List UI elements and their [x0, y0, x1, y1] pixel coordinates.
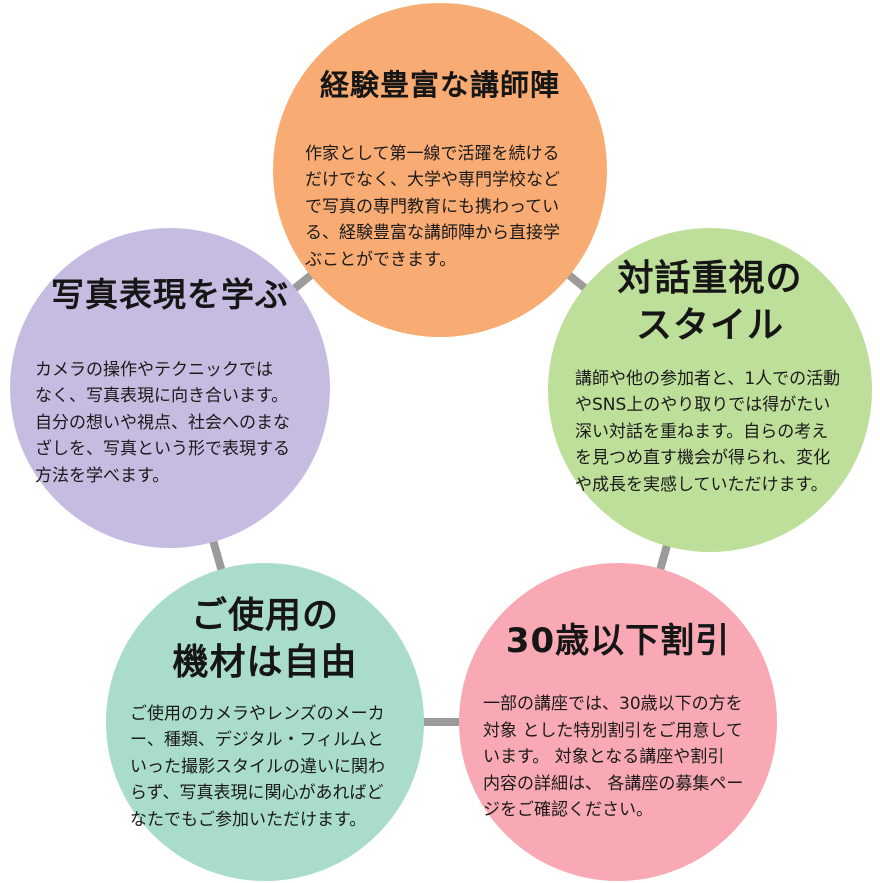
circle-body: 作家として第一線で活躍を続ける だけでなく、大学や専門学校など で写真の専門教育… — [305, 143, 560, 270]
circle-title: 30歳以下割引 — [505, 621, 731, 661]
feature-circle-dialogue-focused-style: 対話重視の スタイル 講師や他の参加者と、1人での活動 やSNS上のやり取りでは… — [548, 228, 872, 552]
feature-circle-free-choice-of-equipment: ご使用の 機材は自由 ご使用のカメラやレンズのメーカ ー、種類、デジタル・フィル… — [106, 563, 424, 881]
circle-title: ご使用の 機材は自由 — [172, 595, 358, 683]
feature-circle-under-30-discount: 30歳以下割引 一部の講座では、30歳以下の方を 対象 とした特別割引をご用意し… — [459, 563, 777, 881]
circle-body: ご使用のカメラやレンズのメーカ ー、種類、デジタル・フィルムと いった撮影スタイ… — [130, 703, 385, 830]
feature-circle-experienced-instructors: 経験豊富な講師陣 作家として第一線で活躍を続ける だけでなく、大学や専門学校など… — [273, 3, 607, 337]
circle-body: 講師や他の参加者と、1人での活動 やSNS上のやり取りでは得がたい 深い対話を重… — [575, 368, 841, 495]
circle-body: 一部の講座では、30歳以下の方を 対象 とした特別割引をご用意して います。 対… — [483, 694, 744, 821]
circle-title: 対話重視の スタイル — [617, 258, 803, 346]
feature-circle-learn-photo-expression: 写真表現を学ぶ カメラの操作やテクニックでは なく、写真表現に向き合います。 自… — [10, 228, 330, 548]
circle-title: 写真表現を学ぶ — [51, 275, 289, 314]
circle-body: カメラの操作やテクニックでは なく、写真表現に向き合います。 自分の想いや視点、… — [35, 359, 290, 486]
circle-title: 経験豊富な講師陣 — [319, 68, 560, 102]
